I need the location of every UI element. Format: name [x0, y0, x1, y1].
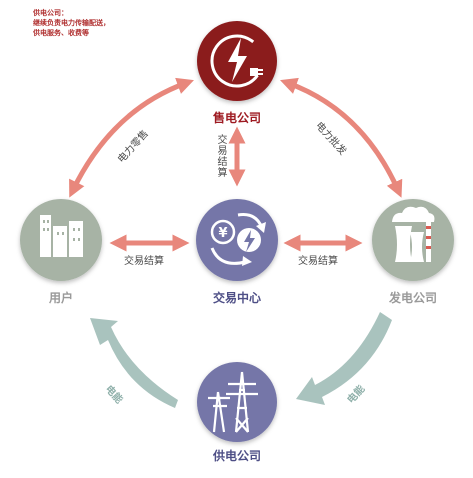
svg-text:¥: ¥ [218, 226, 227, 241]
supply-company-note: 供电公司： 继续负责电力传输配送， 供电服务、收费等 [33, 8, 163, 38]
transmission-tower-icon [208, 371, 258, 433]
supply-company-node [197, 362, 277, 442]
retail-company-label: 售电公司 [212, 111, 261, 125]
arrow-retail-user [69, 77, 194, 198]
currency-exchange-icon: ¥ [210, 213, 266, 266]
settlement-label-left: 交易结算 [124, 256, 164, 267]
settlement-label-right: 交易结算 [298, 256, 338, 267]
user-label: 用户 [48, 291, 73, 305]
note-line-1: 供电公司： [33, 9, 68, 17]
settlement-label-top: 交易结算 [215, 134, 226, 178]
arrow-retail-generation [280, 77, 403, 198]
lightning-plug-icon [210, 34, 264, 88]
arrow-generation-supply [296, 312, 392, 405]
supply-company-label: 供电公司 [212, 449, 261, 463]
arrow-supply-user [90, 318, 178, 408]
factory-building-icon [40, 215, 83, 257]
exchange-center-label: 交易中心 [212, 291, 261, 305]
note-line-3: 供电服务、收费等 [33, 29, 89, 37]
generation-company-label: 发电公司 [388, 291, 437, 305]
power-plant-icon [392, 206, 435, 262]
note-line-2: 继续负责电力传输配送， [33, 19, 110, 27]
